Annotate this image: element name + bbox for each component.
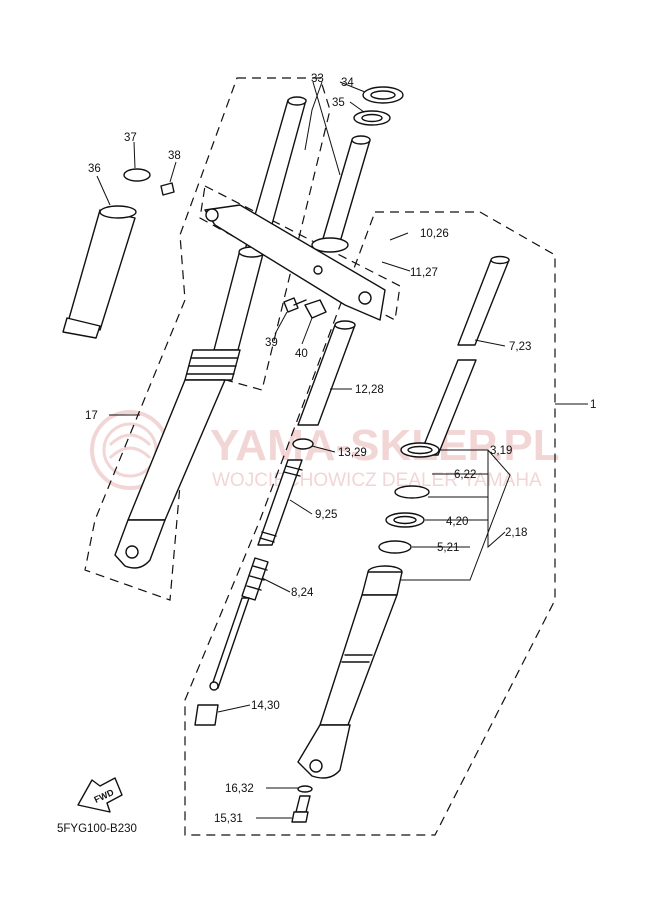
right-fork-group-outline <box>184 211 556 836</box>
callout-13-29: 12,28 <box>355 384 384 396</box>
right-outer-tube <box>297 565 403 779</box>
callout-3-19: 3,19 <box>490 445 512 457</box>
left-fork-group-outline <box>84 77 331 601</box>
callout-38: 38 <box>168 150 181 162</box>
damper-rod <box>209 557 269 691</box>
drain-washer <box>297 785 313 793</box>
fork-spring <box>257 459 303 546</box>
watermark: YAMA-SKLEP.PL WOJCIECHOWICZ DEALER YAMAH… <box>90 410 560 491</box>
clamp-screw <box>160 182 175 196</box>
callout-15-31: 15,31 <box>214 813 243 825</box>
callout-9-25: 14,30 <box>251 700 280 712</box>
callout-37: 37 <box>124 132 137 144</box>
callout-39: 39 <box>265 337 278 349</box>
callout-7-23: 7,23 <box>509 341 531 353</box>
washer-14 <box>292 438 314 450</box>
callout-11-27: 10,26 <box>420 228 449 240</box>
callout-34: 34 <box>341 77 354 89</box>
top-bracket-group-outline <box>199 185 401 321</box>
drain-bolt <box>291 785 313 823</box>
callout-6-22: 6,22 <box>454 469 476 481</box>
pinch-clamp <box>304 299 327 319</box>
fwd-arrow-icon: FWD <box>77 777 123 813</box>
watermark-logo-inner <box>102 422 158 478</box>
spacer-tube <box>297 320 356 426</box>
callout-8-24: 8,24 <box>291 587 314 599</box>
steering-stem-bracket <box>204 135 386 321</box>
callout-17: 17 <box>85 410 98 422</box>
diagram-code: 5FYG100-B230 <box>57 823 137 835</box>
callout-10-26: 9,25 <box>315 509 337 521</box>
watermark-logo-waves <box>108 433 152 460</box>
callout-1: 1 <box>590 399 596 411</box>
callout-14-30: 13,29 <box>338 447 367 459</box>
right-inner-tube <box>419 255 510 456</box>
callout-2-18: 2,18 <box>505 527 527 539</box>
watermark-subtitle: WOJCIECHOWICZ DEALER YAMAHA <box>212 470 542 491</box>
callout-5-21: 5,21 <box>437 542 459 554</box>
callout-35: 35 <box>332 97 345 109</box>
oil-lock-piece <box>194 704 219 726</box>
left-fork-tube <box>114 96 307 569</box>
fork-boot <box>62 168 175 339</box>
callout-16-32: 16,32 <box>225 783 254 795</box>
boot-clamp <box>123 168 151 182</box>
callout-4-20: 4,20 <box>446 516 468 528</box>
watermark-title: YAMA-SKLEP.PL <box>210 421 560 470</box>
callouts: 33 34 35 37 38 36 10,26 11,27 39 40 7,23… <box>57 73 596 835</box>
leader-lines <box>96 81 588 819</box>
callout-33: 33 <box>311 73 324 85</box>
pinch-bolt <box>283 297 327 319</box>
bearing-races <box>353 86 404 126</box>
callout-36: 36 <box>88 163 101 175</box>
callout-40: 40 <box>295 348 308 360</box>
seal-stack <box>378 442 440 554</box>
callout-12-28: 11,27 <box>410 267 438 279</box>
